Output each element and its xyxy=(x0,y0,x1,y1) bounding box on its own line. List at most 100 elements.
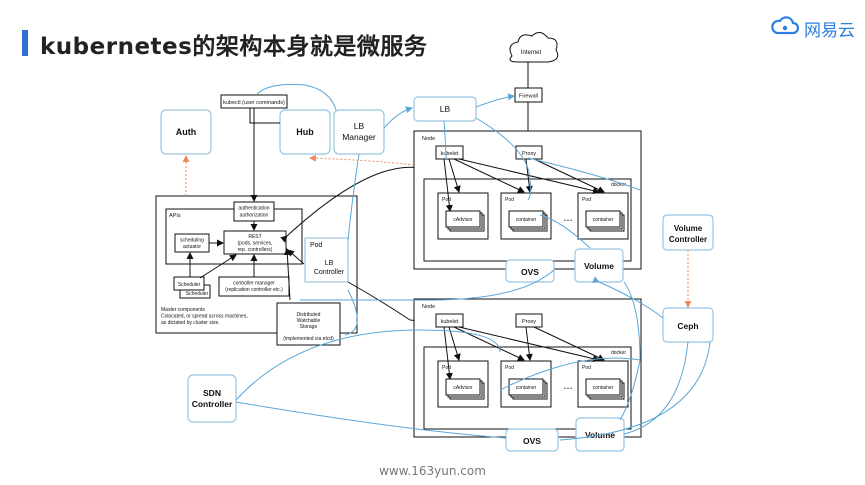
pod-ellipsis: • • • xyxy=(564,386,572,392)
storage-line1: Distributed xyxy=(297,312,321,318)
scheduler-front-label: Scheduler xyxy=(178,282,201,288)
lbc-node2-line xyxy=(347,281,411,321)
pod-lb-controller-box: Pod LB Controller xyxy=(304,237,349,283)
node-hub-arrow xyxy=(309,154,415,166)
scheduler-stack: Scheduler Scheduler xyxy=(173,276,211,299)
scheduling-line2: actuator xyxy=(183,244,201,250)
storage-rest-arrow xyxy=(283,248,291,301)
internet-label: Internet xyxy=(521,50,542,56)
logo-text: 网易云 xyxy=(804,21,855,41)
proxy-box xyxy=(515,145,543,160)
container-box xyxy=(445,378,481,396)
authn-box: authentication authorization xyxy=(233,201,275,222)
proxy-box xyxy=(515,313,543,328)
node-arrow xyxy=(458,326,600,363)
node-arrow xyxy=(525,326,533,361)
volume-controller-line1: Volume xyxy=(674,224,703,233)
rest-box: REST (pods, services, rep. controllers) xyxy=(223,230,287,255)
scheduler-rest-arrow xyxy=(199,254,237,279)
proxy-label: Proxy xyxy=(522,319,536,325)
node-arrow xyxy=(443,158,453,212)
sdn-line2: Controller xyxy=(192,399,233,409)
scheduling-line1: scheduling xyxy=(180,238,204,244)
ovs-2-box: OVS xyxy=(505,428,559,452)
firewall-box: Firewall xyxy=(514,87,543,103)
docker-label: docker xyxy=(611,350,626,356)
rest-line1: REST xyxy=(248,234,261,240)
scheduling-actuator-box: scheduling actuator xyxy=(174,233,210,253)
sdn-controller-box: SDN Controller xyxy=(187,374,237,423)
container-label: container xyxy=(593,217,614,223)
storage-line2: Watchable xyxy=(297,318,321,324)
apis-label: APIs xyxy=(169,213,181,219)
lb-manager-line2: Manager xyxy=(342,132,376,142)
scheduler-back-label: Scheduler xyxy=(186,291,209,297)
master-note-line2: Colocated, or spread across machines, xyxy=(161,314,248,320)
pod-label: Pod xyxy=(310,242,323,249)
rest-node1-arrow xyxy=(280,163,421,243)
pod-label: Pod xyxy=(582,197,591,203)
lb-label: LB xyxy=(440,104,451,114)
authn-line1: authentication xyxy=(238,206,269,212)
container-box xyxy=(508,378,544,396)
kubectl-box: kubectl (user commands) xyxy=(220,94,288,109)
volume-1-box: Volume xyxy=(574,248,624,283)
container-label: cAdvisor xyxy=(453,217,473,223)
hub-box: Hub xyxy=(279,109,331,155)
node-arrow xyxy=(453,158,525,193)
ovs-2-label: OVS xyxy=(523,436,541,446)
blue-links xyxy=(235,83,711,441)
master-note-line3: as dictated by cluster size. xyxy=(161,320,220,326)
pod-ellipsis: • • • xyxy=(564,218,572,224)
volume-2-box: Volume xyxy=(575,417,625,452)
page-title: kubernetes的架构本身就是微服务 xyxy=(40,34,428,60)
ceph-label: Ceph xyxy=(677,321,698,331)
ovs-1-box: OVS xyxy=(505,259,555,283)
node-arrow xyxy=(533,158,605,193)
storage-box: Distributed Watchable Storage (implement… xyxy=(276,302,341,346)
lb-box: LB xyxy=(413,96,477,122)
rest-line3: rep. controllers) xyxy=(238,247,273,253)
pod-label: Pod xyxy=(442,365,451,371)
storage-note: (implemented via etcd) xyxy=(283,336,334,342)
cm-line1: controller manager xyxy=(233,281,275,287)
volume-controller-line2: Controller xyxy=(669,235,707,244)
cm-line2: (replication controller etc.) xyxy=(225,287,283,293)
auth-label: Auth xyxy=(176,127,197,137)
footer-url: www.163yun.com xyxy=(379,464,486,478)
pod-label: Pod xyxy=(505,365,514,371)
pod-label: Pod xyxy=(505,197,514,203)
node-arrow xyxy=(458,158,600,195)
proxy-label: Proxy xyxy=(522,151,536,157)
node-arrow xyxy=(533,326,605,361)
lbcontroller-rest-arrow xyxy=(287,249,305,265)
container-box xyxy=(585,378,621,396)
container-box xyxy=(585,210,621,228)
lb-manager-line1: LB xyxy=(354,121,365,131)
container-label: container xyxy=(516,217,537,223)
container-label: container xyxy=(516,385,537,391)
container-label: container xyxy=(593,385,614,391)
volume-1-label: Volume xyxy=(584,261,614,271)
node-label: Node xyxy=(422,304,435,310)
lb-controller-line2: Controller xyxy=(314,269,345,276)
pod-label: Pod xyxy=(442,197,451,203)
ceph-box: Ceph xyxy=(662,307,714,343)
auth-box: Auth xyxy=(160,109,212,155)
rest-line2: (pods, services, xyxy=(237,241,272,247)
hub-kubectl-link xyxy=(249,108,280,124)
kubelet-label: kubelet xyxy=(441,151,459,157)
internet-cloud: Internet xyxy=(509,32,559,63)
logo: 网易云 xyxy=(770,16,855,41)
container-box xyxy=(445,210,481,228)
kubectl-label: kubectl (user commands) xyxy=(223,100,285,106)
kubelet-label: kubelet xyxy=(441,319,459,325)
pod-label: Pod xyxy=(582,365,591,371)
lb-manager-box: LB Manager xyxy=(333,109,385,155)
node-label: Node xyxy=(422,136,435,142)
sdn-line1: SDN xyxy=(203,388,221,398)
container-box xyxy=(508,210,544,228)
lb-controller-line1: LB xyxy=(325,260,334,267)
